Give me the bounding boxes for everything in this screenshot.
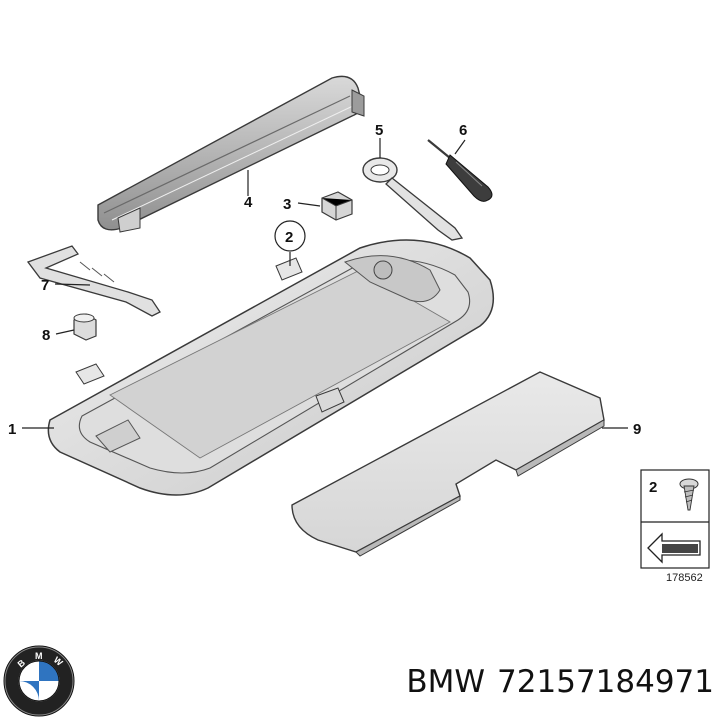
diagram-number: 178562	[666, 572, 703, 584]
callouts: 1 2 3 4 5 6 7 8 9	[8, 122, 641, 438]
part-8-plug	[73, 313, 97, 341]
callout-5: 5	[375, 122, 383, 139]
part-number: 72157184971	[497, 664, 714, 700]
callout-7: 7	[41, 277, 49, 294]
callout-2: 2	[285, 229, 293, 246]
part-6-screwdriver	[427, 139, 493, 202]
bmw-logo: B M W	[3, 645, 75, 717]
bmw-logo-letter-b: B	[16, 657, 28, 669]
callout-6: 6	[459, 122, 467, 139]
callout-8: 8	[42, 327, 50, 344]
part-3-clip	[321, 191, 353, 221]
brand-name: BMW	[406, 664, 486, 700]
part-4-bar	[97, 75, 365, 233]
part-1-tray	[47, 239, 495, 496]
part-5-ring-tool	[362, 157, 464, 241]
screw-icon	[679, 478, 699, 511]
leader-lines	[22, 138, 628, 429]
callout-1: 1	[8, 421, 16, 438]
arrow-icon	[647, 532, 701, 564]
bmw-logo-letter-m: M	[35, 651, 43, 661]
part-7-bracket	[26, 245, 161, 317]
legend-box: 2	[640, 469, 710, 569]
callout-9: 9	[633, 421, 641, 438]
callout-4: 4	[244, 194, 253, 211]
callout-2-circle	[274, 220, 306, 252]
part-9-cover	[291, 371, 605, 557]
part-caption: BMW 72157184971	[378, 664, 714, 700]
legend-number: 2	[649, 479, 657, 496]
callout-3: 3	[283, 196, 291, 213]
